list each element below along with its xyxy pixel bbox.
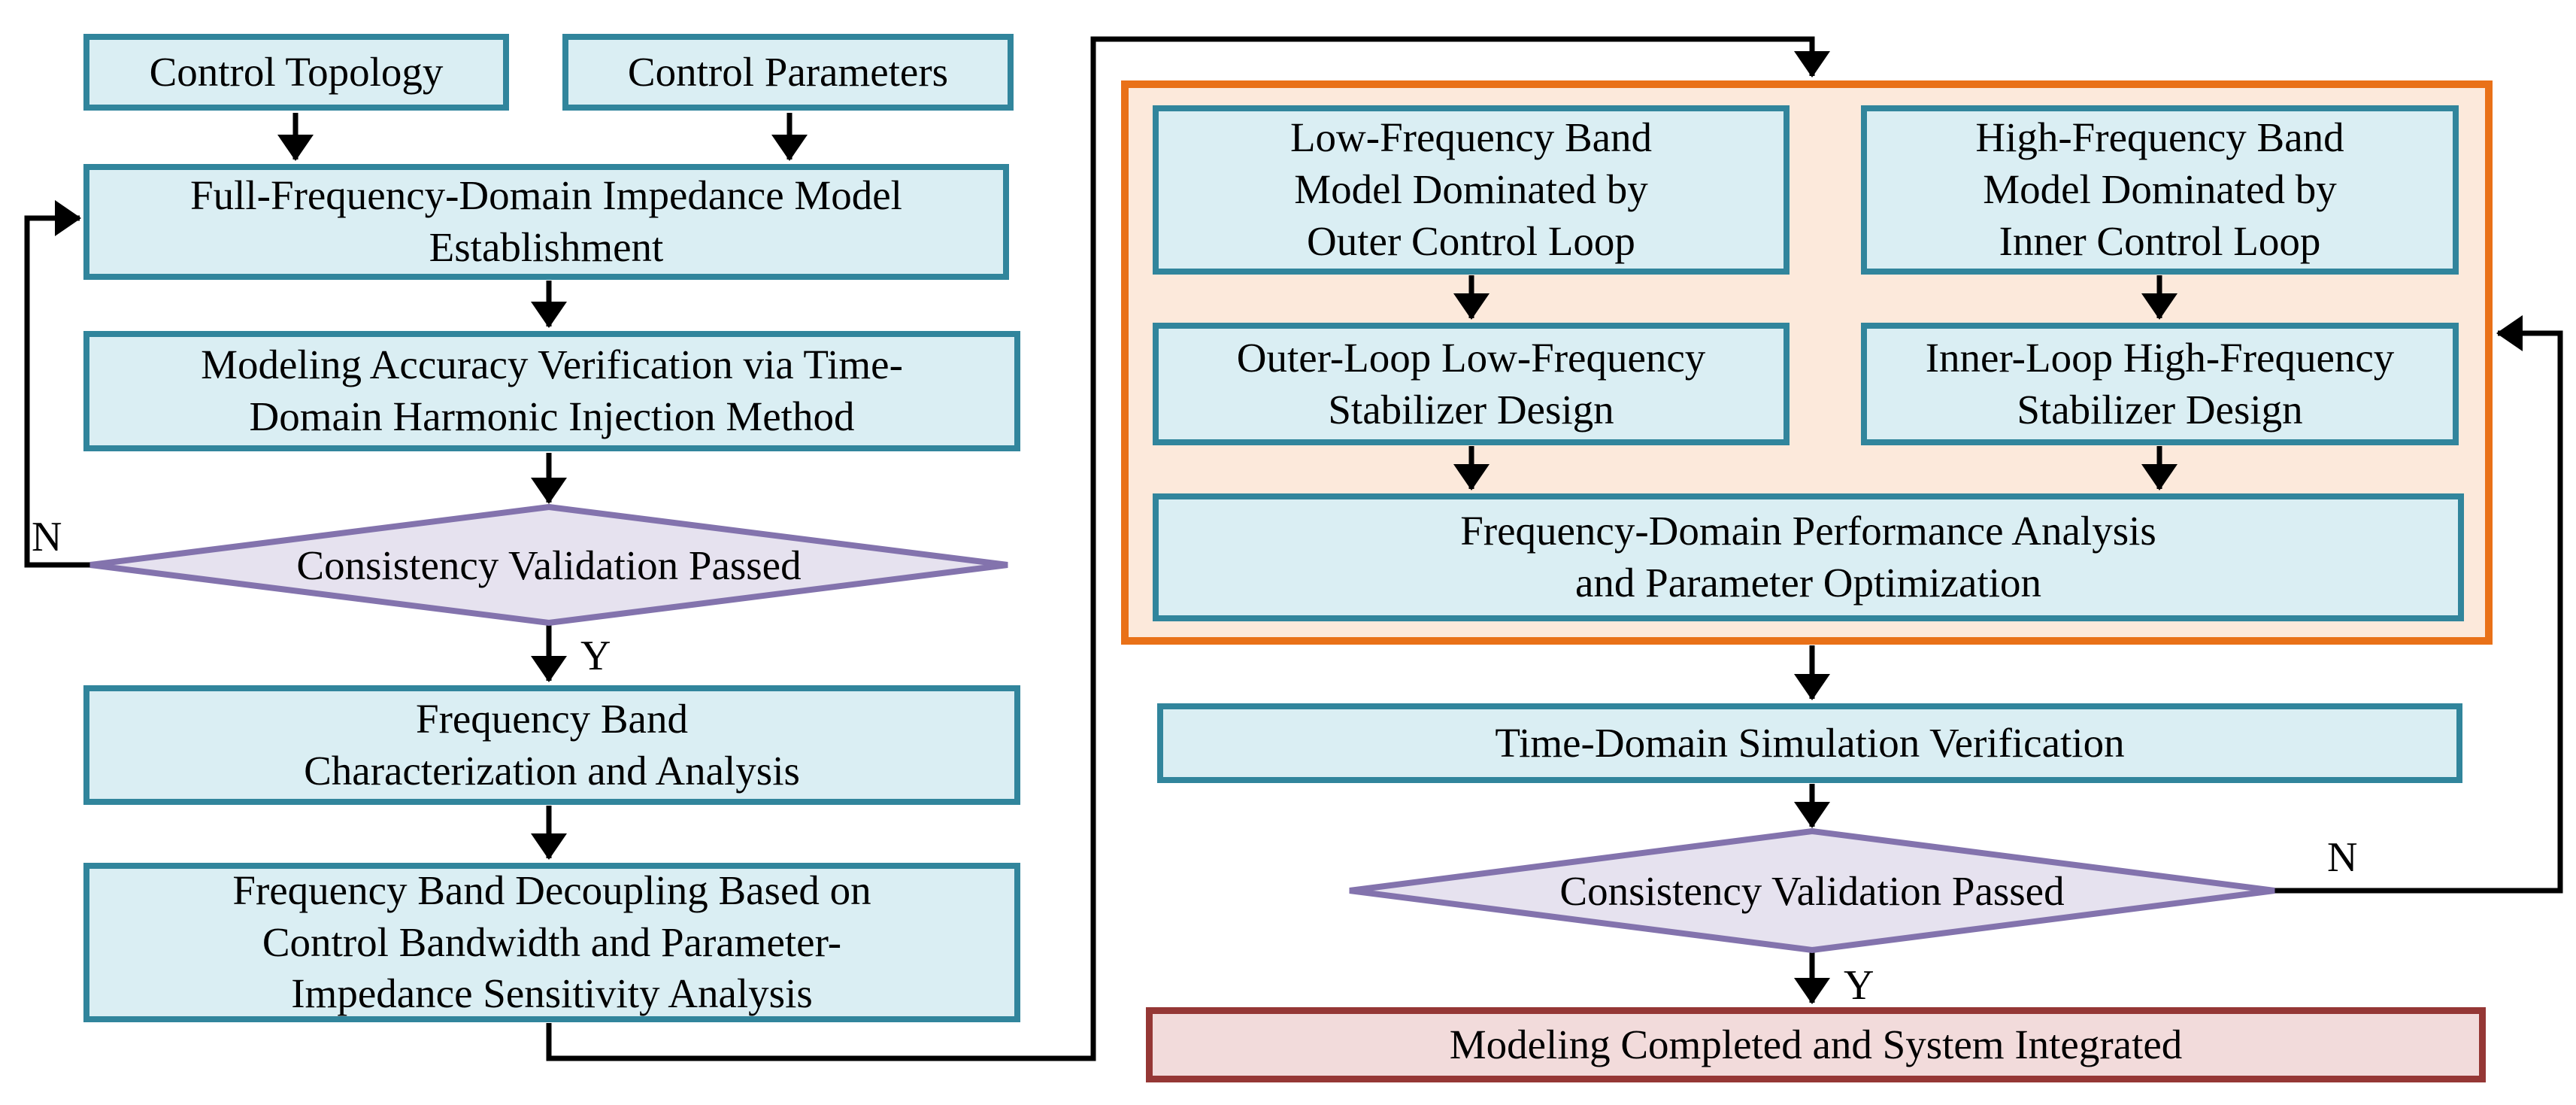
node-control-parameters: Control Parameters: [562, 34, 1014, 111]
connector-decision2-no-loop: [2274, 315, 2563, 894]
connector-decoupling-to-design-stage: [546, 36, 1830, 1061]
decision2-yes-label: Y: [1844, 962, 1874, 1009]
node-modeling-completed: Modeling Completed and System Integrated: [1146, 1007, 2486, 1082]
decision2-no-label: N: [2327, 834, 2358, 881]
decision1-label: Consistency Validation Passed: [296, 542, 802, 588]
decision-diamond-2: [1349, 827, 2275, 954]
node-high-freq-model: High-Frequency Band Model Dominated by I…: [1861, 105, 2459, 275]
node-accuracy-verification: Modeling Accuracy Verification via Time-…: [83, 331, 1020, 451]
node-inner-loop-stabilizer: Inner-Loop High-Frequency Stabilizer Des…: [1861, 323, 2459, 445]
node-control-topology: Control Topology: [83, 34, 509, 111]
decision-diamond-1: [89, 503, 1008, 627]
node-low-freq-model: Low-Frequency Band Model Dominated by Ou…: [1153, 105, 1790, 275]
connector-decision1-no-loop: [24, 200, 92, 568]
node-time-domain-simulation: Time-Domain Simulation Verification: [1157, 703, 2462, 783]
node-impedance-model: Full-Frequency-Domain Impedance Model Es…: [83, 164, 1009, 280]
decision2-label: Consistency Validation Passed: [1559, 867, 2065, 914]
decision1-yes-label: Y: [580, 633, 611, 679]
node-outer-loop-stabilizer: Outer-Loop Low-Frequency Stabilizer Desi…: [1153, 323, 1790, 445]
decision1-no-label: N: [32, 514, 62, 560]
node-band-characterization: Frequency Band Characterization and Anal…: [83, 685, 1020, 805]
node-band-decoupling: Frequency Band Decoupling Based on Contr…: [83, 863, 1020, 1022]
node-performance-analysis: Frequency-Domain Performance Analysis an…: [1153, 493, 2464, 621]
